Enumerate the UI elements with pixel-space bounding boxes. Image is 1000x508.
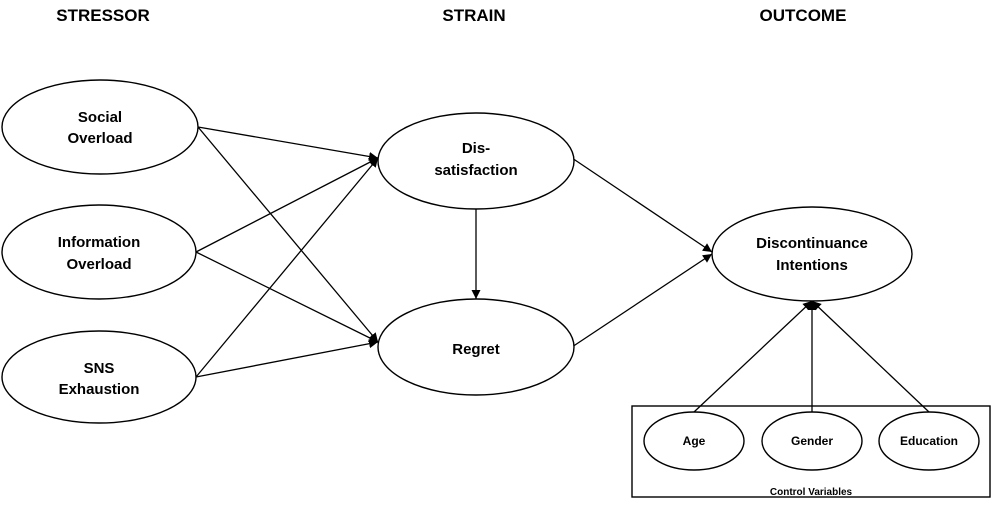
node-gender: Gender	[761, 411, 863, 471]
edge-sns-exhaustion-to-dissatisfaction	[195, 157, 379, 378]
node-dissatisfaction-line1: Dis-	[462, 140, 490, 157]
edge-social-overload-to-regret	[197, 126, 379, 343]
node-discontinuance-intentions: Discontinuance Intentions	[711, 206, 913, 302]
node-sns-exhaustion-line2: Exhaustion	[59, 381, 140, 398]
node-gender-line1: Gender	[791, 434, 833, 448]
node-age: Age	[643, 411, 745, 471]
header-outcome: OUTCOME	[760, 6, 847, 25]
node-information-overload: Information Overload	[1, 204, 197, 300]
node-regret: Regret	[377, 298, 575, 396]
node-discontinuance-line1: Discontinuance	[756, 235, 868, 252]
control-variables-label: Control Variables	[770, 487, 853, 498]
node-discontinuance-line2: Intentions	[776, 257, 848, 274]
node-education: Education	[878, 411, 980, 471]
node-social-overload: Social Overload	[1, 79, 199, 175]
edge-sns-exhaustion-to-regret	[195, 339, 379, 378]
header-stressor: STRESSOR	[56, 6, 150, 25]
node-information-overload-line1: Information	[58, 234, 141, 251]
node-education-line1: Education	[900, 434, 958, 448]
edge-age-to-discontinuance	[693, 300, 813, 413]
node-social-overload-line2: Overload	[67, 130, 132, 147]
edge-education-to-discontinuance	[811, 300, 930, 413]
node-information-overload-line2: Overload	[66, 256, 131, 273]
edges-layer	[195, 126, 930, 413]
header-strain: STRAIN	[442, 6, 505, 25]
edge-dissatisfaction-to-discontinuance	[571, 157, 713, 253]
edge-regret-to-discontinuance	[571, 253, 713, 348]
node-social-overload-line1: Social	[78, 109, 122, 126]
node-regret-line1: Regret	[452, 341, 500, 358]
edge-information-overload-to-dissatisfaction	[195, 157, 379, 253]
edge-information-overload-to-regret	[195, 251, 379, 343]
node-dissatisfaction-line2: satisfaction	[434, 162, 517, 179]
node-age-line1: Age	[683, 434, 706, 448]
node-dissatisfaction: Dis- satisfaction	[377, 112, 575, 210]
node-sns-exhaustion-line1: SNS	[84, 360, 115, 377]
control-variables-box	[631, 405, 991, 498]
node-sns-exhaustion: SNS Exhaustion	[1, 330, 197, 424]
edge-social-overload-to-dissatisfaction	[197, 126, 379, 161]
